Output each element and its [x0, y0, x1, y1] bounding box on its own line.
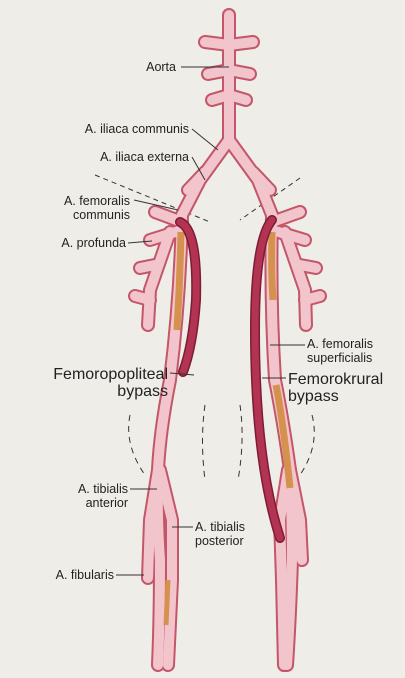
label-aorta: Aorta [110, 60, 176, 74]
label-femoralis-communis-line2: communis [10, 208, 130, 222]
label-tibialis-anterior-line2: anterior [20, 496, 128, 510]
label-profunda: A. profunda [10, 236, 126, 250]
label-femorokrural-bypass-line1: Femorokrural [288, 371, 383, 388]
label-femorokrural-bypass-line2: bypass [288, 388, 339, 405]
label-femoralis-superficialis-line2: superficialis [307, 351, 372, 365]
label-iliaca-externa: A. iliaca externa [20, 150, 189, 164]
label-tibialis-anterior-line1: A. tibialis [20, 482, 128, 496]
label-fibularis: A. fibularis [10, 568, 114, 582]
label-femoralis-communis-line1: A. femoralis [10, 194, 130, 208]
label-femoropopliteal-bypass-line1: Femoropopliteal [5, 366, 168, 383]
label-tibialis-posterior-line2: posterior [195, 534, 244, 548]
label-iliaca-communis: A. iliaca communis [20, 122, 189, 136]
label-tibialis-posterior-line1: A. tibialis [195, 520, 245, 534]
label-femoropopliteal-bypass-line2: bypass [5, 383, 168, 400]
label-femoralis-superficialis-line1: A. femoralis [307, 337, 373, 351]
artery-tree [135, 15, 320, 665]
